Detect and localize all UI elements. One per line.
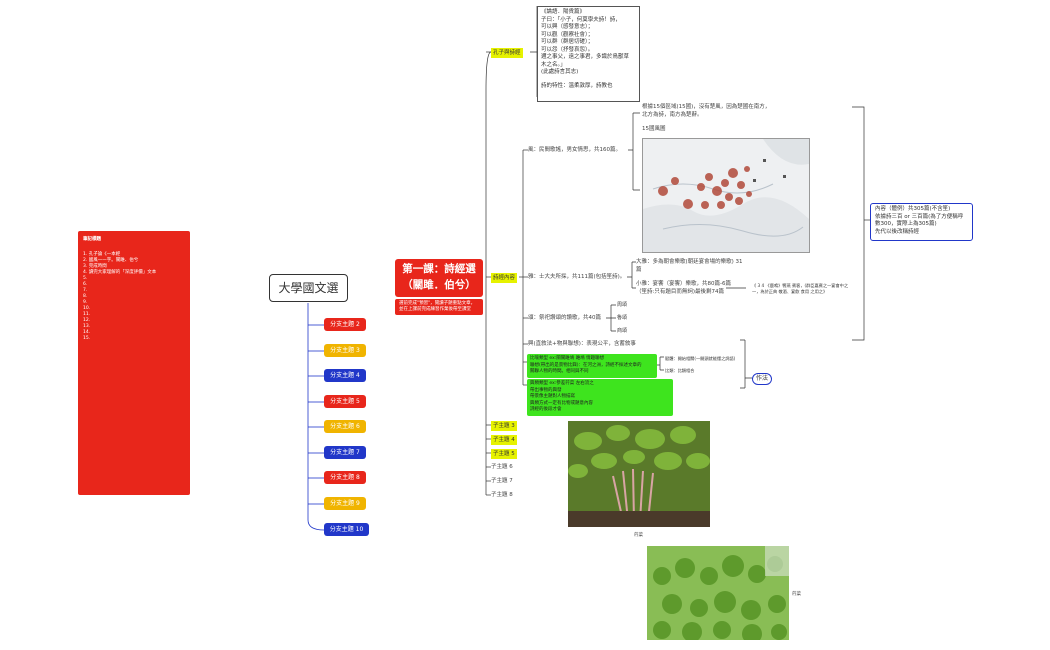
method-tag[interactable]: 作法 (752, 373, 773, 385)
main-topic[interactable]: 第一課：詩經選 （關雎．伯兮） (395, 259, 483, 297)
quote-line: 《論語．陽貨篇》 (541, 9, 586, 15)
green-sub-2: 比類：比類相合 (665, 368, 695, 373)
branch-content-label[interactable]: 詩經內容 (491, 273, 518, 283)
notes-item: 14. (83, 330, 91, 335)
sub-branch-node[interactable]: 子主題 4 (491, 435, 517, 445)
notes-panel: 筆記標題 1. 孔子論《一本經 2. 國風一一字。關雎、伯兮 3. 完成時間 4… (78, 231, 190, 495)
feng-detail: 根據15個區域(15國)，沒有楚風，因為楚國在南方，北方為詩，南方為楚辭。 (642, 104, 771, 118)
quote-footer: 詩的特性：溫柔敦厚，詩教也 (541, 82, 613, 89)
subtopic-node[interactable]: 分支主題 3 (324, 344, 366, 357)
notes-item: 7. (83, 288, 88, 293)
confucius-quote-box: 《論語．陽貨篇》 子曰：「小子，何莫學夫詩！詩， 可以興（感發意志）； 可以觀（… (537, 6, 640, 102)
green-sub-1: 賦體：開始相關(一開頭就能懂之詞語) (665, 356, 736, 361)
notes-item: 5. (83, 276, 88, 281)
green-line: 帶景像主題對人物描寫 (530, 394, 575, 399)
subtopic-node[interactable]: 分支主題 4 (324, 369, 366, 382)
green-line: 帶出事物的興發 (530, 387, 562, 393)
notes-item: 12. (83, 318, 91, 323)
subtopic-node[interactable]: 分支主題 6 (324, 420, 366, 433)
notes-item: 13. (83, 324, 91, 329)
notes-item: 15. (83, 336, 91, 341)
quote-line: 可以群（群居切磋）； (541, 39, 594, 45)
water-plant-photo-1 (568, 421, 710, 527)
subtopic-node[interactable]: 分支主題 8 (324, 471, 366, 484)
quote-line: 木之名。」 (541, 61, 566, 68)
fifteen-states-map (642, 138, 810, 253)
collection-info-box: 內容（體例）共305篇(不含笙) 依據詩三百 or 三百篇(為了方便稱呼 數30… (870, 203, 973, 241)
green-line: 聯想(帶出的是景物比興)：在河之洲，詩經不採述文章的 (530, 362, 642, 368)
info-line: 內容（體例）共305篇(不含笙) (875, 206, 951, 212)
subtopic-node[interactable]: 分支主題 5 (324, 395, 366, 408)
notes-panel-title: 筆記標題 (83, 237, 101, 242)
quote-line: 可以興（感發意志）； (541, 24, 594, 30)
sub-branch-node[interactable]: 子主題 5 (491, 449, 517, 459)
info-line: 數300，實際上為305篇) (875, 221, 937, 227)
main-topic-note: 選前完成"預習"，閱讀子題重點文章，並在上課前完成練習作業後帶至課堂 (395, 299, 483, 315)
subtopic-node[interactable]: 分支主題 10 (324, 523, 369, 536)
green-note-1: 比喻類型 ex:關關雎鳩 雎鳩 情趣聯想 聯想(帶出的是景物比興)：在河之洲，詩… (527, 354, 657, 378)
central-topic[interactable]: 大學國文選 (269, 274, 348, 302)
ya-node[interactable]: 雅：士大夫所採，共111篇(包括笙詩)。 (528, 274, 626, 280)
quote-line: (此處詩言其志) (541, 69, 579, 75)
notes-item: 3. 完成時間 (83, 264, 107, 269)
green-line: 興類方式一定有比物或題意內容 (530, 400, 593, 406)
sub-branch-node[interactable]: 子主題 8 (491, 492, 513, 498)
plant-illustration (568, 421, 710, 527)
xiaoya-node: 小雅：宴饗（宴饗）樂歌，共80篇-6篇（笙詩:只有題目而無詞)最後剩74篇 (636, 281, 731, 295)
water-plant-photo-2 (647, 546, 789, 640)
feng-node[interactable]: 風：民間歌謠，男女情思，共160篇。 (528, 147, 621, 153)
sub-branch-node[interactable]: 子主題 7 (491, 478, 513, 484)
quote-line: 邇之事父，遠之事君，多識於鳥獸草 (541, 54, 630, 60)
info-line: 依據詩三百 or 三百篇(為了方便稱呼 (875, 213, 964, 220)
subtopic-node[interactable]: 分支主題 9 (324, 497, 366, 510)
notes-list: 1. 孔子論《一本經 2. 國風一一字。關雎、伯兮 3. 完成時間 4. 讀完大… (83, 252, 190, 342)
subtopic-node[interactable]: 分支主題 7 (324, 446, 366, 459)
notes-item: 9. (83, 300, 88, 305)
branch-confucius-label[interactable]: 孔子與詩經 (491, 48, 523, 58)
green-note-2: 興類類型 ex:參差荇菜 左右流之 帶出事物的興發 帶景像主題對人物描寫 興類方… (527, 379, 673, 416)
song-node[interactable]: 頌：祭祀讚頌的讚歌，共40篇 (528, 315, 601, 321)
xiaoya-note: 《 3 4 《鹿鳴》饗燕 賓客，(群臣嘉賓之一宴會中之一，為於正典 敬酒、宴飲 … (752, 283, 849, 294)
daya-node: 大雅：多為朝會樂歌(朝廷宴會場的樂歌) 31篇 (636, 259, 743, 273)
main-topic-title: 第一課：詩經選 (402, 263, 476, 275)
plant-illustration (647, 546, 789, 640)
notes-item: 8. (83, 294, 88, 299)
notes-item: 2. 國風一一字。關雎、伯兮 (83, 258, 139, 263)
subtopic-node[interactable]: 分支主題 2 (324, 318, 366, 331)
quote-line: 可以觀（觀察社會）； (541, 31, 594, 38)
green-line: 興類類型 ex:參差荇菜 左右流之 (530, 381, 594, 386)
main-topic-subtitle: （關雎．伯兮） (402, 279, 476, 291)
info-line: 先代以後改稱詩經 (875, 228, 920, 235)
notes-item: 11. (83, 312, 91, 317)
song-item: 周頌 (617, 302, 628, 308)
notes-item: 4. 讀完大家理解的「深度評價」文本 (83, 270, 157, 275)
xing-node[interactable]: 興(直敘法+物與聯想)：表現公平，含蓄敘事 (528, 341, 636, 347)
green-line: 關聯人物的時間。相同與不同 (530, 369, 589, 374)
green-line: 比喻類型 ex:關關雎鳩 雎鳩 情趣聯想 (530, 356, 605, 361)
quote-line: 可以怨（抒發哀怨）。 (541, 46, 594, 53)
sub-branch-node[interactable]: 子主題 3 (491, 421, 517, 431)
green-line: 詩經的後段才會 (530, 407, 562, 412)
song-item: 魯頌 (617, 315, 628, 321)
quote-line: 子曰：「小子，何莫學夫詩！詩， (541, 16, 621, 23)
map-illustration (643, 139, 809, 252)
song-item: 商頌 (617, 328, 628, 334)
notes-item: 10. (83, 306, 91, 311)
sub-branch-node[interactable]: 子主題 6 (491, 464, 513, 470)
notes-item: 6. (83, 282, 88, 287)
photo-caption-1: 荇菜 (634, 533, 643, 538)
photo-caption-2: 荇菜 (792, 592, 801, 597)
notes-item: 1. 孔子論《一本經 (83, 252, 121, 257)
map-label: 15國風圖 (642, 126, 666, 132)
